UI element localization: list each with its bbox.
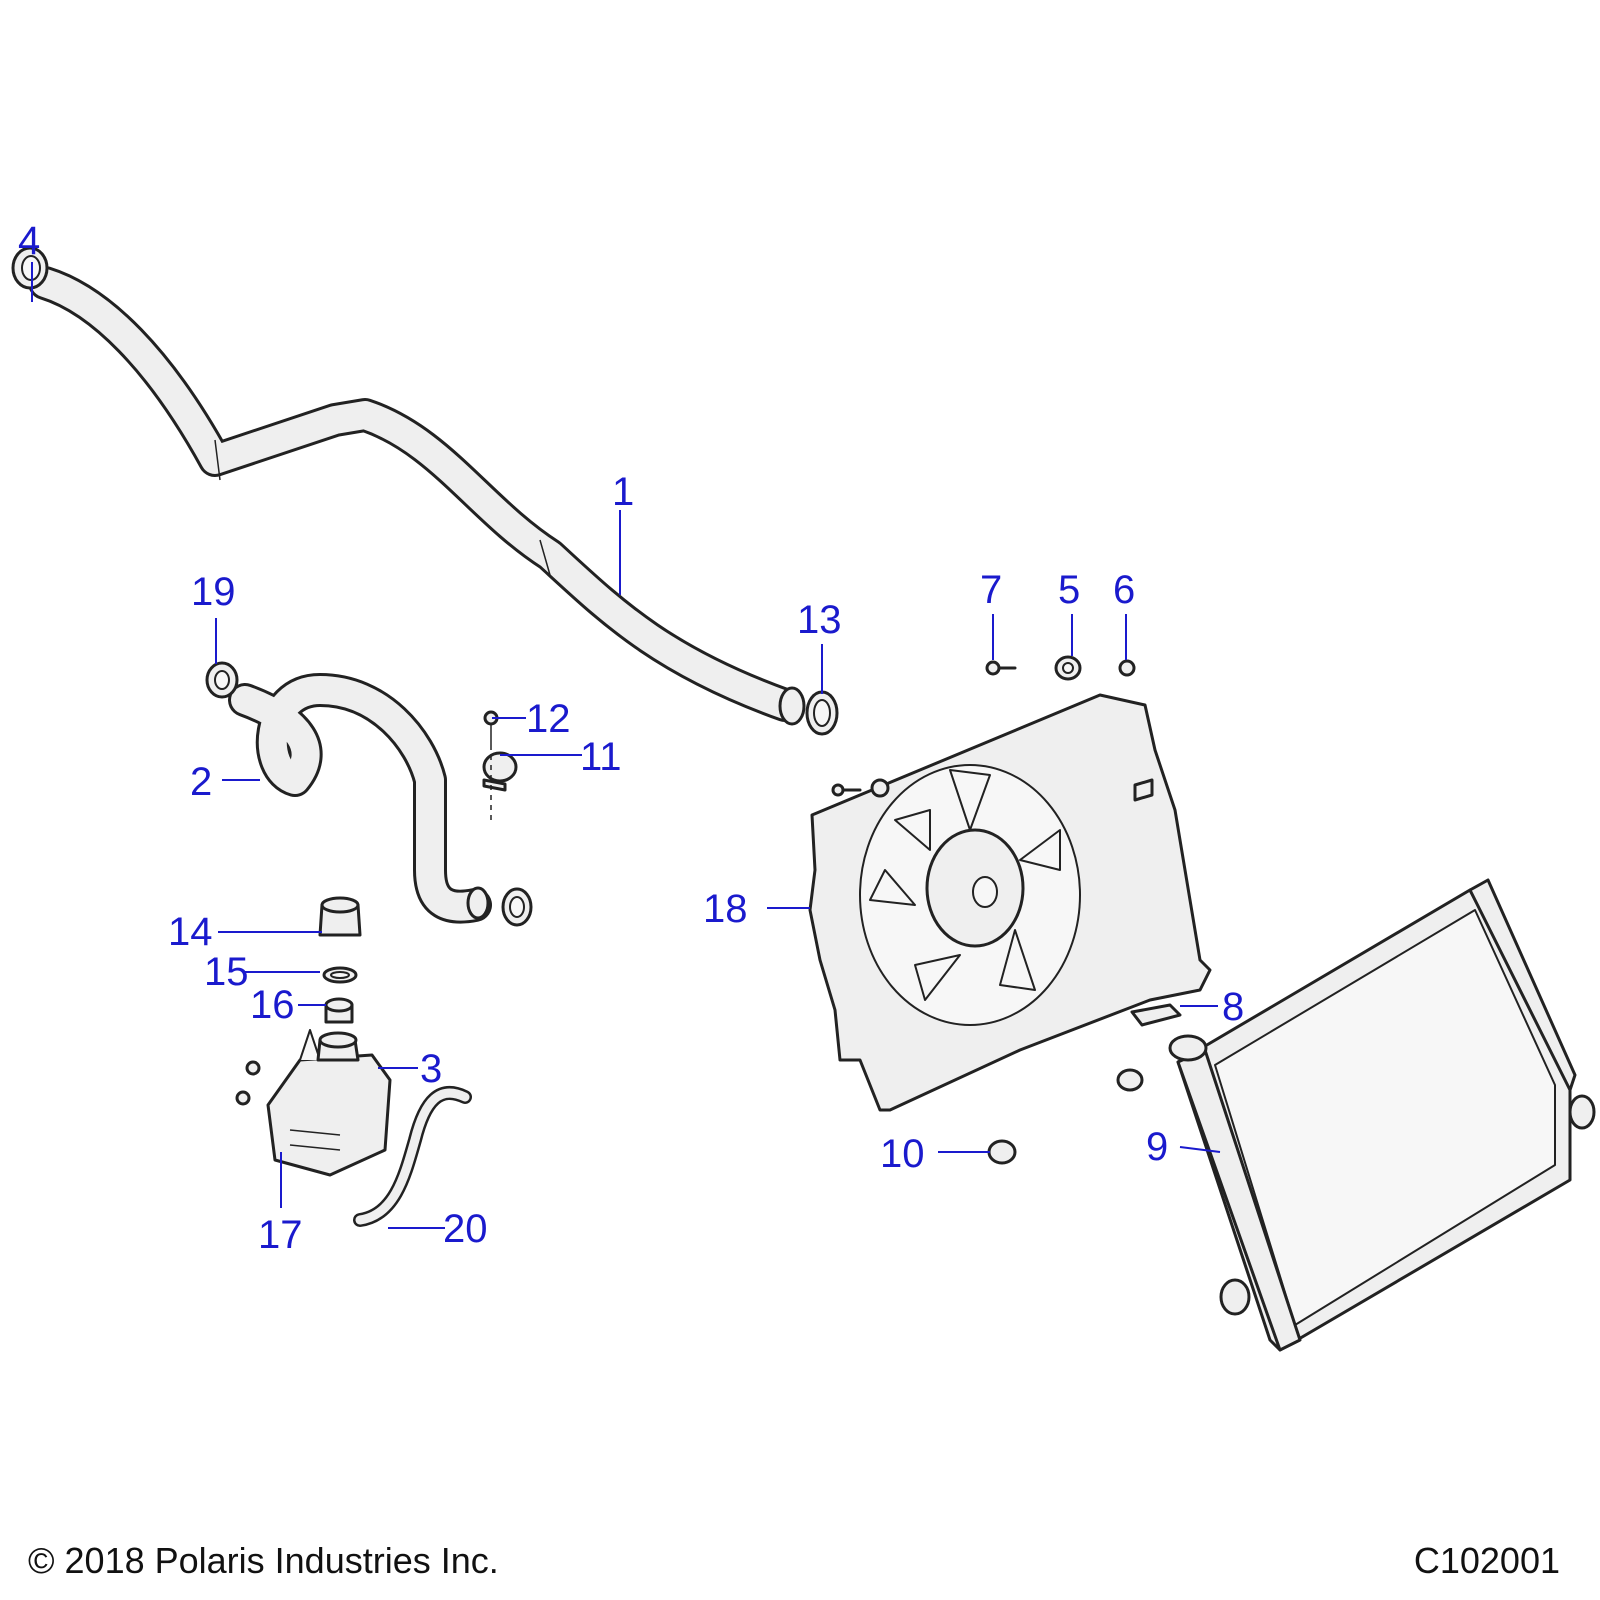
callout-8: 8 (1222, 985, 1244, 1029)
callout-4: 4 (18, 219, 40, 263)
callout-13: 13 (797, 598, 842, 642)
overflow-hose-20 (353, 1086, 472, 1227)
callout-6: 6 (1113, 568, 1135, 612)
hose-clamp-lower (501, 887, 533, 927)
nut-6 (1118, 659, 1136, 677)
callout-16: 16 (250, 983, 295, 1027)
callout-1: 1 (612, 470, 634, 514)
callout-11: 11 (580, 735, 622, 779)
hose-clamp-13 (805, 690, 839, 736)
callout-7: 7 (980, 568, 1002, 612)
copyright-notice: © 2018 Polaris Industries Inc. (28, 1540, 499, 1581)
callout-17: 17 (258, 1213, 303, 1257)
upper-coolant-hose (28, 266, 806, 726)
callout-3: 3 (420, 1047, 442, 1091)
callout-labels: 4 1 13 19 2 12 11 14 15 16 3 17 20 7 5 6… (18, 219, 1244, 1257)
callout-15: 15 (204, 950, 249, 994)
hose-clip-11 (482, 745, 518, 820)
callout-10: 10 (880, 1132, 925, 1176)
callout-14: 14 (168, 910, 213, 954)
radiator-9 (1168, 878, 1596, 1352)
seal-8 (1130, 1003, 1182, 1027)
callout-19: 19 (191, 570, 236, 614)
drawing-number: C102001 (1413, 1540, 1560, 1581)
grommet-5 (1054, 655, 1082, 681)
fan-shroud-assembly-18 (808, 693, 1212, 1112)
callout-9: 9 (1146, 1125, 1168, 1169)
callout-20: 20 (443, 1207, 488, 1251)
reservoir-cap-14 (318, 896, 362, 937)
callout-12: 12 (526, 697, 571, 741)
grommet-mount (1116, 1068, 1144, 1092)
reservoir-neck-16 (324, 997, 354, 1024)
bolt-12 (483, 710, 499, 745)
callout-5: 5 (1058, 568, 1080, 612)
callout-2: 2 (190, 760, 212, 804)
hose-clamp-19 (205, 661, 239, 699)
grommet-10 (987, 1139, 1017, 1165)
o-ring-15 (322, 966, 358, 984)
reservoir-bolts (235, 1060, 261, 1106)
bolt-7 (985, 660, 1017, 676)
lower-coolant-hose (228, 673, 492, 924)
coolant-reservoir-3 (266, 1029, 392, 1177)
leader-lines (31, 262, 1221, 1229)
callout-18: 18 (703, 887, 748, 931)
